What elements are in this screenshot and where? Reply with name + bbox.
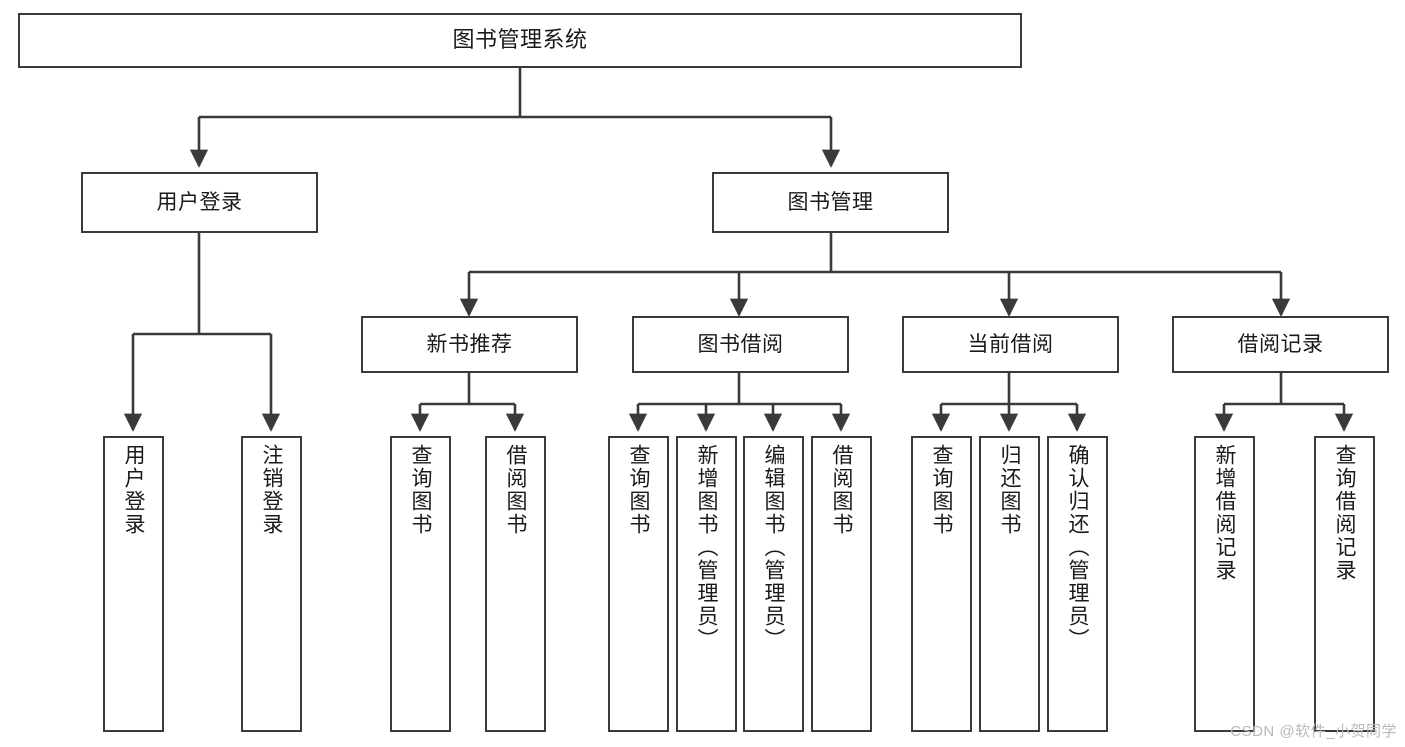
leaf-user-login-login[interactable]: 用户登录 bbox=[103, 436, 164, 732]
leaf-current-query-book[interactable]: 查询图书 bbox=[911, 436, 972, 732]
leaf-recommend-borrow-book[interactable]: 借阅图书 bbox=[485, 436, 546, 732]
leaf-recommend-query-book[interactable]: 查询图书 bbox=[390, 436, 451, 732]
node-label: 借阅图书 bbox=[504, 444, 527, 536]
node-label: 图书管理系统 bbox=[452, 27, 588, 53]
node-label: 新增借阅记录 bbox=[1213, 444, 1236, 582]
node-book-management[interactable]: 图书管理 bbox=[712, 172, 949, 233]
leaf-borrow-borrow-book[interactable]: 借阅图书 bbox=[811, 436, 872, 732]
watermark-text: CSDN @软件_小贺同学 bbox=[1230, 723, 1397, 740]
node-book-borrow[interactable]: 图书借阅 bbox=[632, 316, 849, 373]
leaf-current-confirm-return-admin[interactable]: 确认归还（管理员） bbox=[1047, 436, 1108, 732]
node-label: 图书借阅 bbox=[697, 332, 784, 356]
node-label: 借阅记录 bbox=[1237, 332, 1324, 356]
leaf-record-add-record[interactable]: 新增借阅记录 bbox=[1194, 436, 1255, 732]
node-label: 当前借阅 bbox=[967, 332, 1054, 356]
leaf-current-return-book[interactable]: 归还图书 bbox=[979, 436, 1040, 732]
node-root-system[interactable]: 图书管理系统 bbox=[18, 13, 1022, 68]
node-label: 编辑图书（管理员） bbox=[762, 444, 785, 651]
node-label: 新增图书（管理员） bbox=[695, 444, 718, 651]
node-user-login[interactable]: 用户登录 bbox=[81, 172, 318, 233]
node-label: 新书推荐 bbox=[426, 332, 513, 356]
node-label: 确认归还（管理员） bbox=[1066, 444, 1089, 651]
node-new-book-recommend[interactable]: 新书推荐 bbox=[361, 316, 578, 373]
node-label: 查询借阅记录 bbox=[1333, 444, 1356, 582]
node-label: 归还图书 bbox=[998, 444, 1021, 536]
leaf-borrow-query-book[interactable]: 查询图书 bbox=[608, 436, 669, 732]
node-label: 用户登录 bbox=[122, 444, 145, 536]
node-label: 借阅图书 bbox=[830, 444, 853, 536]
leaf-borrow-add-book-admin[interactable]: 新增图书（管理员） bbox=[676, 436, 737, 732]
node-label: 查询图书 bbox=[930, 444, 953, 536]
leaf-record-query-record[interactable]: 查询借阅记录 bbox=[1314, 436, 1375, 732]
leaf-borrow-edit-book-admin[interactable]: 编辑图书（管理员） bbox=[743, 436, 804, 732]
leaf-user-login-logout[interactable]: 注销登录 bbox=[241, 436, 302, 732]
node-label: 注销登录 bbox=[260, 444, 283, 536]
node-label: 图书管理 bbox=[787, 190, 874, 214]
node-label: 查询图书 bbox=[409, 444, 432, 536]
node-label: 用户登录 bbox=[156, 190, 243, 214]
node-label: 查询图书 bbox=[627, 444, 650, 536]
node-borrow-record[interactable]: 借阅记录 bbox=[1172, 316, 1389, 373]
node-current-borrow[interactable]: 当前借阅 bbox=[902, 316, 1119, 373]
